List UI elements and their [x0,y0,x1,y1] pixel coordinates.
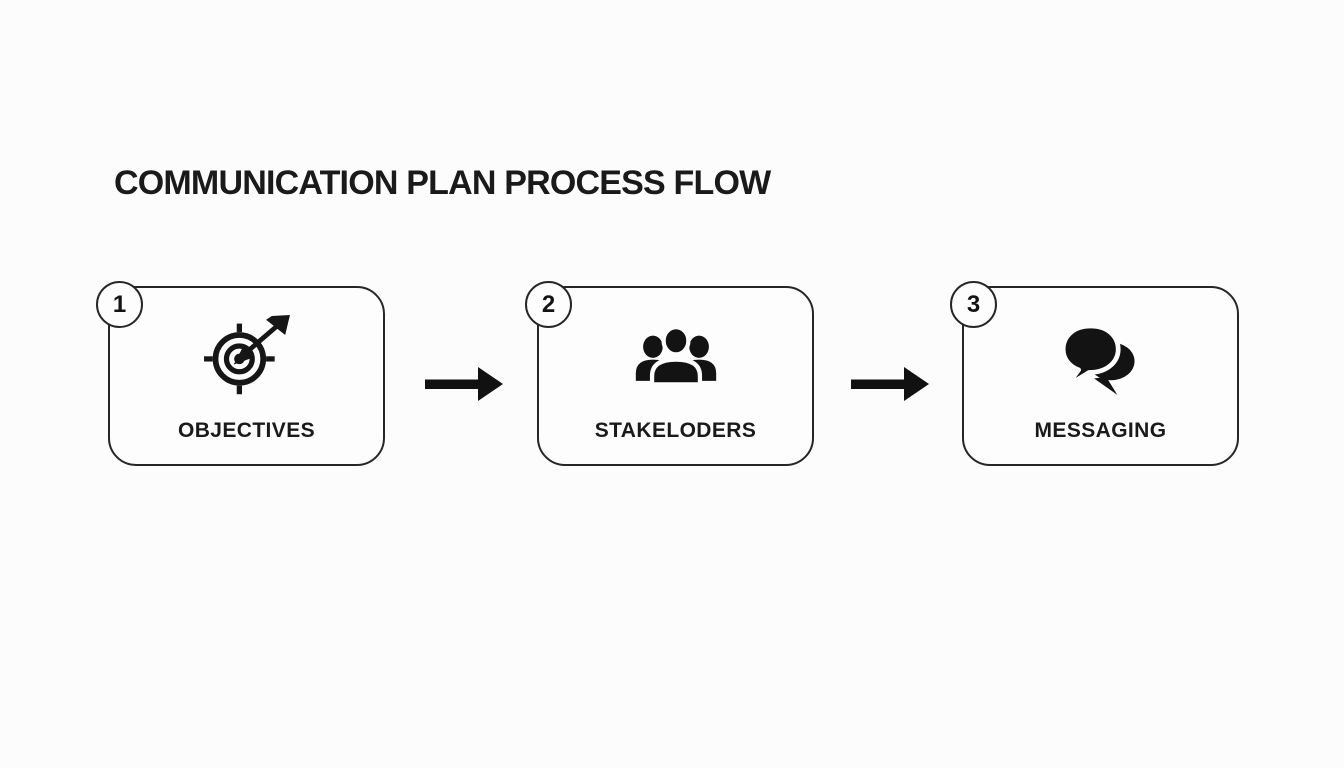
step-number: 1 [112,290,127,318]
step-box-objectives: 1 OBJECTIVES [96,281,385,466]
step-box-stakeholders: 2 STAKELODERS [525,281,814,466]
step-number-badge: 3 [950,281,997,328]
people-group-icon [539,312,812,402]
step-number: 2 [541,290,556,318]
step-label: OBJECTIVES [177,419,316,442]
flow-arrow-icon [425,367,503,401]
step-label: MESSAGING [1034,419,1167,442]
diagram-title: COMMUNICATION PLAN PROCESS FLOW [114,164,771,202]
target-arrow-icon [110,312,383,402]
step-number: 3 [966,290,981,318]
step-label: STAKELODERS [594,419,757,442]
step-number-badge: 2 [525,281,572,328]
step-number-badge: 1 [96,281,143,328]
step-box-messaging: 3 MESSAGING [950,281,1239,466]
speech-bubbles-icon [964,312,1237,402]
flow-arrow-icon [851,367,929,401]
